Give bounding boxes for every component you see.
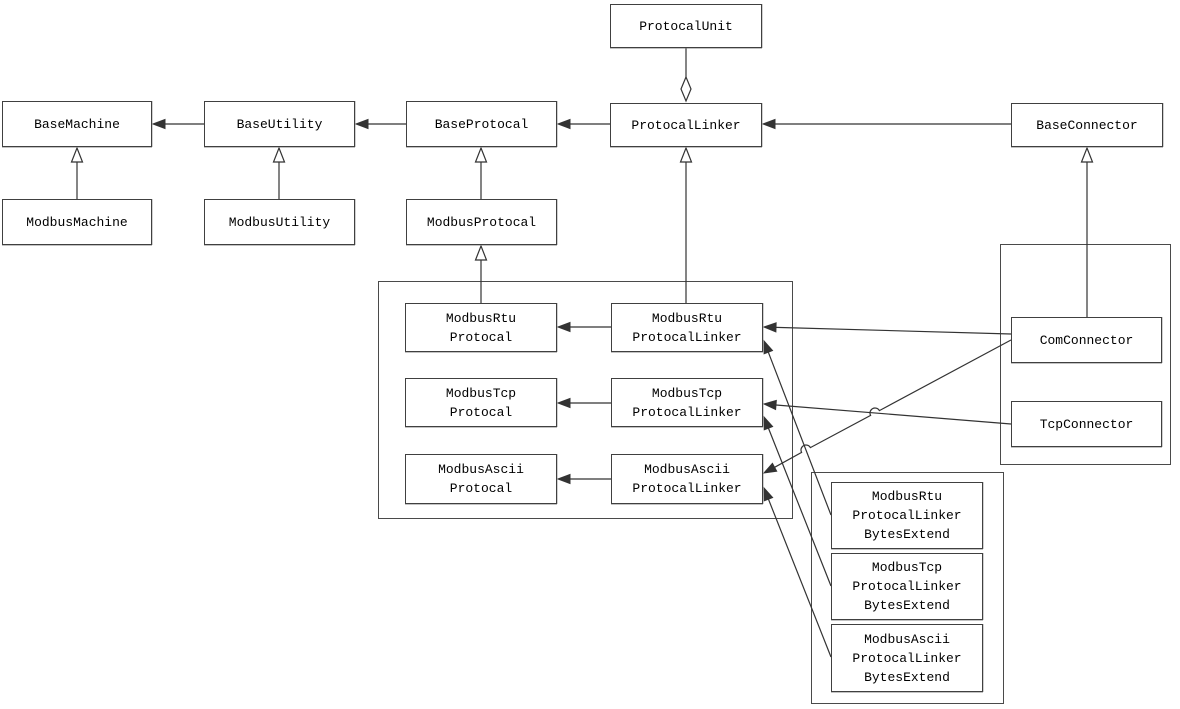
node-label: BaseMachine bbox=[34, 116, 120, 132]
edge-protocallinker-baseprotocal bbox=[556, 118, 610, 130]
node-label: BaseUtility bbox=[236, 116, 323, 132]
node-label: Protocal bbox=[449, 329, 513, 345]
edge-modbusmachine-basemachine bbox=[70, 146, 84, 199]
node-label: ProtocalLinker bbox=[852, 579, 962, 594]
node-label: BytesExtend bbox=[864, 527, 950, 542]
node-label: ModbusUtility bbox=[228, 214, 331, 230]
node-label: ProtocalLinker bbox=[632, 404, 742, 420]
node-modbus-rtu-protocal-linker-bytes-extend: ModbusRtu ProtocalLinker BytesExtend bbox=[831, 482, 983, 549]
node-label: ProtocalLinker bbox=[632, 481, 742, 496]
node-label: ModbusProtocal bbox=[426, 214, 537, 230]
node-label: ModbusMachine bbox=[26, 214, 128, 230]
node-label: ModbusTcp bbox=[445, 385, 517, 401]
edge-modbusprotocal-baseprotocal bbox=[474, 146, 488, 199]
edge-modbusutility-baseutility bbox=[272, 146, 286, 199]
node-modbus-rtu-protocal: ModbusRtu Protocal bbox=[405, 303, 557, 352]
node-label: ProtocalLinker bbox=[631, 117, 741, 133]
node-label: ProtocalLinker bbox=[632, 329, 742, 345]
edge-baseprotocal-baseutility bbox=[354, 118, 406, 130]
node-modbus-utility: ModbusUtility bbox=[204, 199, 355, 245]
node-label: Protocal bbox=[449, 481, 513, 496]
node-label: BaseConnector bbox=[1036, 117, 1138, 133]
node-label: ModbusAscii bbox=[864, 631, 950, 647]
node-modbus-ascii-protocal: ModbusAscii Protocal bbox=[405, 454, 557, 504]
node-label: ModbusRtu bbox=[871, 489, 943, 504]
edge-tcpconnector-tcplinker bbox=[762, 399, 1012, 425]
node-label: BytesExtend bbox=[864, 598, 950, 613]
edge-protocalunit-protocallinker bbox=[680, 48, 692, 103]
node-com-connector: ComConnector bbox=[1011, 317, 1162, 363]
node-modbus-tcp-protocal: ModbusTcp Protocal bbox=[405, 378, 557, 427]
node-label: ComConnector bbox=[1039, 332, 1134, 348]
node-modbus-tcp-protocal-linker: ModbusTcp ProtocalLinker bbox=[611, 378, 763, 427]
node-label: BaseProtocal bbox=[434, 116, 529, 132]
node-modbus-ascii-protocal-linker: ModbusAscii ProtocalLinker bbox=[611, 454, 763, 504]
node-modbus-machine: ModbusMachine bbox=[2, 199, 152, 245]
node-label: Protocal bbox=[449, 404, 513, 420]
node-base-protocal: BaseProtocal bbox=[406, 101, 557, 147]
node-tcp-connector: TcpConnector bbox=[1011, 401, 1162, 447]
node-modbus-rtu-protocal-linker: ModbusRtu ProtocalLinker bbox=[611, 303, 763, 352]
node-modbus-tcp-protocal-linker-bytes-extend: ModbusTcp ProtocalLinker BytesExtend bbox=[831, 553, 983, 620]
node-label: ModbusTcp bbox=[871, 560, 943, 575]
node-base-connector: BaseConnector bbox=[1011, 103, 1163, 147]
node-base-machine: BaseMachine bbox=[2, 101, 152, 147]
node-label: ProtocalUnit bbox=[639, 18, 733, 34]
node-base-utility: BaseUtility bbox=[204, 101, 355, 147]
node-label: ModbusRtu bbox=[445, 310, 517, 326]
node-protocal-linker: ProtocalLinker bbox=[610, 103, 762, 147]
node-label: ProtocalLinker bbox=[852, 508, 962, 523]
edge-baseutility-basemachine bbox=[151, 118, 204, 130]
node-label: ModbusRtu bbox=[651, 310, 723, 326]
node-label: ModbusTcp bbox=[651, 385, 723, 401]
node-label: TcpConnector bbox=[1039, 416, 1134, 432]
node-modbus-protocal: ModbusProtocal bbox=[406, 199, 557, 245]
node-label: ModbusAscii bbox=[438, 462, 524, 477]
node-label: ProtocalLinker bbox=[852, 650, 962, 666]
edge-comconnector-asciilinker bbox=[762, 339, 1012, 474]
node-label: ModbusAscii bbox=[644, 462, 730, 477]
edge-comconnector-rtulinker bbox=[762, 322, 1012, 335]
edge-baseconnector-protocallinker bbox=[761, 118, 1011, 130]
node-protocal-unit: ProtocalUnit bbox=[610, 4, 762, 48]
edge-rtulinker-protocallinker bbox=[679, 146, 693, 303]
node-label: BytesExtend bbox=[864, 669, 950, 685]
node-modbus-ascii-protocal-linker-bytes-extend: ModbusAscii ProtocalLinker BytesExtend bbox=[831, 624, 983, 692]
